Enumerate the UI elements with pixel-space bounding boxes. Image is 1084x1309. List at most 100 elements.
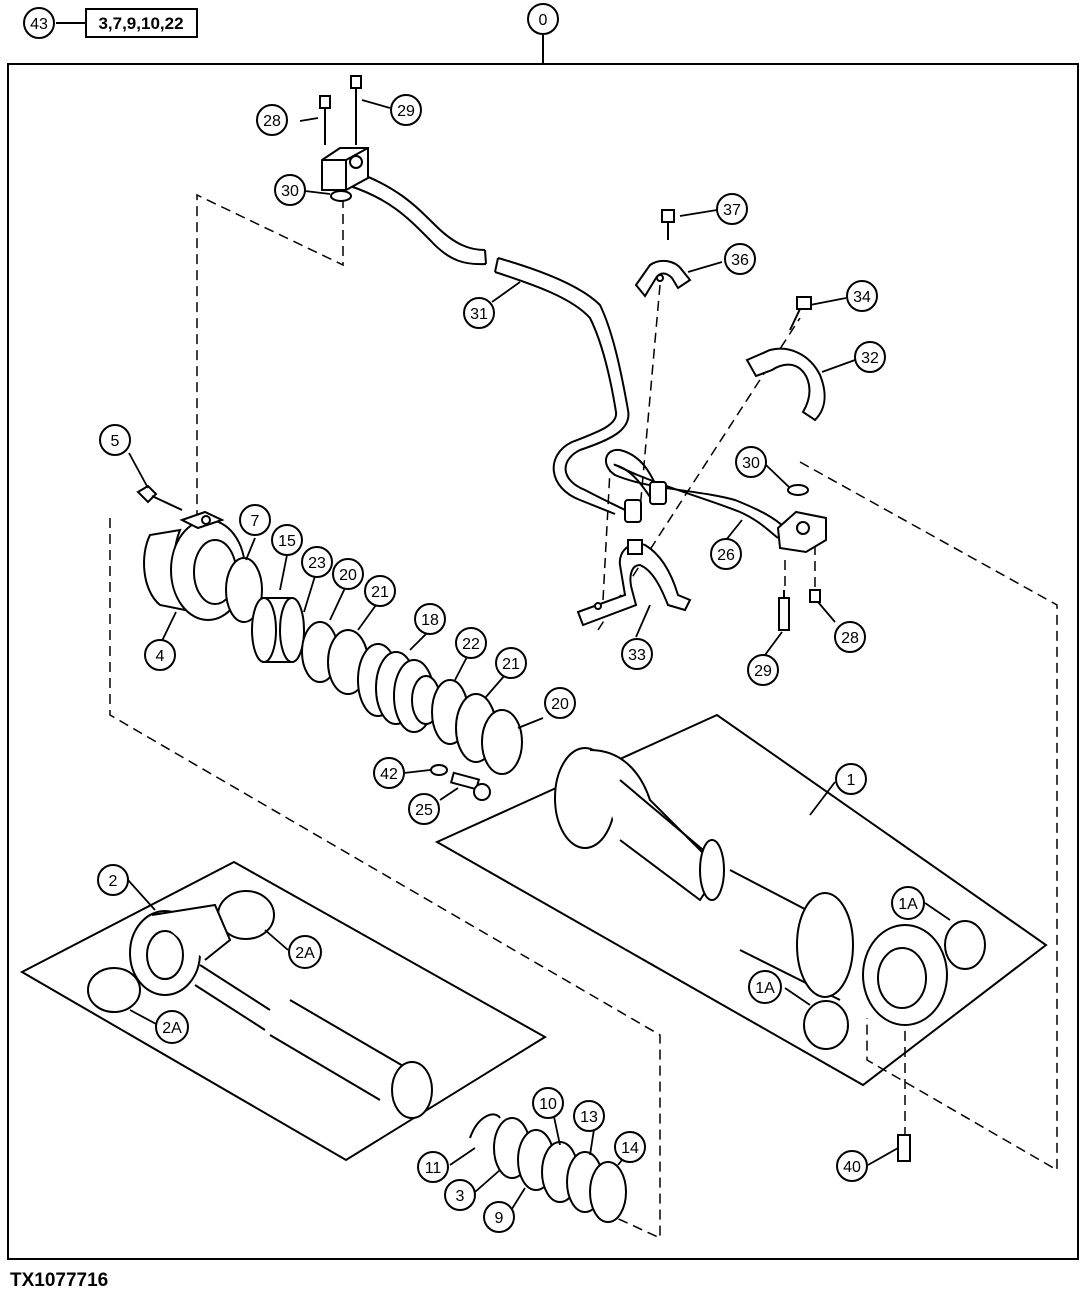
- callout-22: 22: [455, 627, 487, 659]
- callout-30-left: 30: [274, 174, 306, 206]
- callout-4: 4: [144, 639, 176, 671]
- svg-text:20: 20: [551, 696, 569, 713]
- svg-text:10: 10: [539, 1096, 557, 1113]
- callout-2A-lower: 2A: [155, 1010, 189, 1044]
- kit-reference: 3,7,9,10,22: [56, 8, 198, 38]
- svg-text:34: 34: [853, 289, 871, 306]
- piston-18: [357, 643, 441, 733]
- callout-26: 26: [710, 538, 742, 570]
- svg-text:5: 5: [111, 433, 120, 450]
- callout-21-lower: 21: [495, 647, 527, 679]
- svg-text:25: 25: [415, 802, 433, 819]
- callout-14: 14: [614, 1131, 646, 1163]
- callout-1A-lower: 1A: [748, 970, 782, 1004]
- callout-11: 11: [417, 1151, 449, 1183]
- seal-stack-upper: [225, 557, 369, 695]
- rod-2: [87, 890, 433, 1119]
- callout-34: 34: [846, 280, 878, 312]
- svg-text:29: 29: [754, 663, 772, 680]
- callout-29-top: 29: [390, 94, 422, 126]
- clamp-36: [634, 209, 692, 298]
- svg-text:26: 26: [717, 547, 735, 564]
- svg-text:2A: 2A: [162, 1020, 182, 1037]
- svg-text:1A: 1A: [755, 980, 775, 997]
- callout-40: 40: [836, 1150, 868, 1182]
- svg-text:22: 22: [462, 636, 480, 653]
- svg-text:43: 43: [30, 16, 48, 33]
- callout-20-upper: 20: [332, 558, 364, 590]
- callout-20-lower: 20: [544, 687, 576, 719]
- svg-text:28: 28: [841, 630, 859, 647]
- outer-frame: [7, 34, 1079, 1260]
- kit-contents-box: [85, 8, 198, 38]
- svg-text:28: 28: [263, 113, 281, 130]
- bolt-5: [136, 484, 183, 511]
- clamp-33: [576, 539, 692, 627]
- svg-text:40: 40: [843, 1159, 861, 1176]
- callout-7: 7: [239, 504, 271, 536]
- flange-block-right: [776, 484, 827, 631]
- callout-13: 13: [573, 1100, 605, 1132]
- svg-text:4: 4: [156, 648, 165, 665]
- flange-block-top: [319, 75, 369, 202]
- svg-text:11: 11: [425, 1160, 442, 1177]
- dashed-guides: [109, 170, 1058, 1240]
- svg-text:30: 30: [742, 455, 760, 472]
- callout-36: 36: [724, 243, 756, 275]
- svg-text:7: 7: [251, 513, 260, 530]
- callout-28-right: 28: [834, 621, 866, 653]
- svg-text:15: 15: [278, 533, 296, 550]
- callout-43: 43: [23, 7, 55, 39]
- tube-31: [349, 169, 630, 515]
- callout-33: 33: [621, 638, 653, 670]
- svg-text:32: 32: [861, 350, 879, 367]
- svg-text:42: 42: [380, 766, 398, 783]
- svg-text:0: 0: [539, 12, 548, 29]
- callout-29-right: 29: [747, 654, 779, 686]
- svg-text:3: 3: [456, 1188, 465, 1205]
- clamp-32: [745, 296, 826, 422]
- svg-text:1: 1: [847, 772, 856, 789]
- callout-10: 10: [532, 1087, 564, 1119]
- svg-text:23: 23: [308, 555, 326, 572]
- callout-31: 31: [463, 297, 495, 329]
- tube-fittings: [624, 481, 667, 523]
- svg-text:1A: 1A: [898, 896, 918, 913]
- svg-text:33: 33: [628, 647, 646, 664]
- callout-2: 2: [97, 864, 129, 896]
- svg-text:9: 9: [495, 1210, 504, 1227]
- svg-text:31: 31: [470, 306, 488, 323]
- callout-28-top: 28: [256, 104, 288, 136]
- callout-2A-upper: 2A: [288, 935, 322, 969]
- bleeder-40: [897, 1134, 911, 1162]
- figure-id: TX1077716: [10, 1270, 109, 1291]
- svg-text:21: 21: [371, 584, 389, 601]
- callout-42: 42: [373, 757, 405, 789]
- rod-panel-2: [19, 860, 547, 1162]
- svg-text:20: 20: [339, 567, 357, 584]
- svg-text:29: 29: [397, 103, 415, 120]
- callout-18: 18: [414, 603, 446, 635]
- svg-text:18: 18: [421, 612, 439, 629]
- callout-3: 3: [444, 1179, 476, 1211]
- tube-26: [605, 448, 786, 539]
- callout-5: 5: [99, 424, 131, 456]
- seal-stack-lower: [431, 679, 523, 775]
- callout-21-upper: 21: [364, 575, 396, 607]
- svg-text:2A: 2A: [295, 945, 315, 962]
- svg-text:37: 37: [723, 202, 741, 219]
- callout-9: 9: [483, 1201, 515, 1233]
- svg-text:30: 30: [281, 183, 299, 200]
- callouts: 0 43 5 4 7 15 23 20 21 18 22 21 20 42 25…: [23, 3, 925, 1233]
- svg-text:36: 36: [731, 252, 749, 269]
- barrel-panel-1: [434, 713, 1048, 1087]
- callout-30-right: 30: [735, 446, 767, 478]
- svg-text:13: 13: [580, 1109, 598, 1126]
- barrel-1: [554, 747, 986, 1050]
- callout-32: 32: [854, 341, 886, 373]
- kit-contents: 3,7,9,10,22: [98, 14, 183, 33]
- callout-15: 15: [271, 524, 303, 556]
- callout-37: 37: [716, 193, 748, 225]
- oring-42-bolt-25: [430, 764, 491, 801]
